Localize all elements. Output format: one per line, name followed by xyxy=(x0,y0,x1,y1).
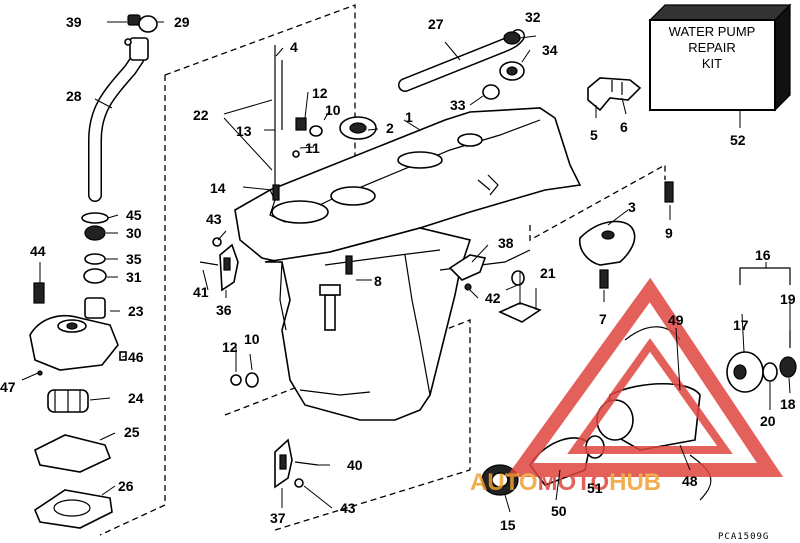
callout-14[interactable]: 14 xyxy=(210,180,226,196)
callout-labels: 1 2 3 4 5 6 7 8 9 10 10 11 12 12 13 14 1… xyxy=(0,9,796,533)
callout-9[interactable]: 9 xyxy=(665,225,673,241)
callout-43a[interactable]: 43 xyxy=(206,211,222,227)
callout-8[interactable]: 8 xyxy=(374,273,382,289)
kit-label-line-3: KIT xyxy=(702,56,722,71)
cover-plates xyxy=(448,254,542,323)
callout-50[interactable]: 50 xyxy=(551,503,567,519)
callout-19[interactable]: 19 xyxy=(780,291,796,307)
callout-37[interactable]: 37 xyxy=(270,510,286,526)
callout-15[interactable]: 15 xyxy=(500,517,516,533)
watermark-text-1: AUTOMOTOHUB xyxy=(470,469,661,496)
dashed-outline-left xyxy=(99,75,166,536)
callout-5[interactable]: 5 xyxy=(590,127,598,143)
outlet-tube xyxy=(398,29,525,100)
callout-26[interactable]: 26 xyxy=(118,478,134,494)
callout-46[interactable]: 46 xyxy=(128,349,144,365)
callout-41[interactable]: 41 xyxy=(193,284,209,300)
callout-13[interactable]: 13 xyxy=(236,123,252,139)
kit-label-line-2: REPAIR xyxy=(688,40,735,55)
dashed-outline-right xyxy=(529,163,666,242)
callout-21[interactable]: 21 xyxy=(540,265,556,281)
callout-33[interactable]: 33 xyxy=(450,97,466,113)
side-anodes xyxy=(199,237,353,489)
callout-1[interactable]: 1 xyxy=(405,109,413,125)
callout-22[interactable]: 22 xyxy=(193,107,209,123)
callout-36[interactable]: 36 xyxy=(216,302,232,318)
callout-11[interactable]: 11 xyxy=(305,140,320,156)
callout-16[interactable]: 16 xyxy=(755,247,771,263)
callout-7[interactable]: 7 xyxy=(599,311,607,327)
dashed-outline-bottom xyxy=(274,469,471,531)
callout-17[interactable]: 17 xyxy=(733,317,749,333)
callout-42[interactable]: 42 xyxy=(485,290,501,306)
callout-23[interactable]: 23 xyxy=(128,303,144,319)
callout-28[interactable]: 28 xyxy=(66,88,82,104)
callout-31[interactable]: 31 xyxy=(126,269,142,285)
callout-39[interactable]: 39 xyxy=(66,14,82,30)
callout-10b[interactable]: 10 xyxy=(244,331,260,347)
callout-30[interactable]: 30 xyxy=(126,225,142,241)
kit-label-line-1: WATER PUMP xyxy=(669,24,756,39)
callout-34[interactable]: 34 xyxy=(542,42,558,58)
callout-3[interactable]: 3 xyxy=(628,199,636,215)
callout-20[interactable]: 20 xyxy=(760,413,776,429)
callout-49[interactable]: 49 xyxy=(668,312,684,328)
callout-24[interactable]: 24 xyxy=(128,390,144,406)
callout-48[interactable]: 48 xyxy=(682,473,698,489)
callout-47[interactable]: 47 xyxy=(0,379,16,395)
trim-tab xyxy=(578,181,674,289)
callout-6[interactable]: 6 xyxy=(620,119,628,135)
anode-bracket xyxy=(587,77,642,112)
callout-29[interactable]: 29 xyxy=(174,14,190,30)
callout-43b[interactable]: 43 xyxy=(340,500,356,516)
callout-27[interactable]: 27 xyxy=(428,16,444,32)
callout-25[interactable]: 25 xyxy=(124,424,140,440)
housing-small-parts xyxy=(272,45,377,201)
watermark: AUTOMOTOHUB xyxy=(470,277,784,496)
callout-35[interactable]: 35 xyxy=(126,251,142,267)
dashed-outline-lower xyxy=(224,319,471,470)
water-pump-stack xyxy=(29,212,127,529)
water-tube xyxy=(88,14,158,202)
callout-12a[interactable]: 12 xyxy=(312,85,328,101)
callout-44[interactable]: 44 xyxy=(30,243,46,259)
callout-2[interactable]: 2 xyxy=(386,120,394,136)
callout-38[interactable]: 38 xyxy=(498,235,514,251)
callout-51[interactable]: 51 xyxy=(587,480,603,496)
callout-32[interactable]: 32 xyxy=(525,9,541,25)
callout-10a[interactable]: 10 xyxy=(325,102,341,118)
leader-lines xyxy=(21,21,791,513)
callout-52[interactable]: 52 xyxy=(730,132,746,148)
gearcase-housing xyxy=(234,107,582,421)
callout-12b[interactable]: 12 xyxy=(222,339,238,355)
callout-45[interactable]: 45 xyxy=(126,207,142,223)
callout-18[interactable]: 18 xyxy=(780,396,796,412)
callout-40[interactable]: 40 xyxy=(347,457,363,473)
water-pump-kit-box[interactable]: WATER PUMP REPAIR KIT xyxy=(648,3,792,112)
callout-4[interactable]: 4 xyxy=(290,39,298,55)
drawing-code: PCA1509G xyxy=(718,532,769,542)
